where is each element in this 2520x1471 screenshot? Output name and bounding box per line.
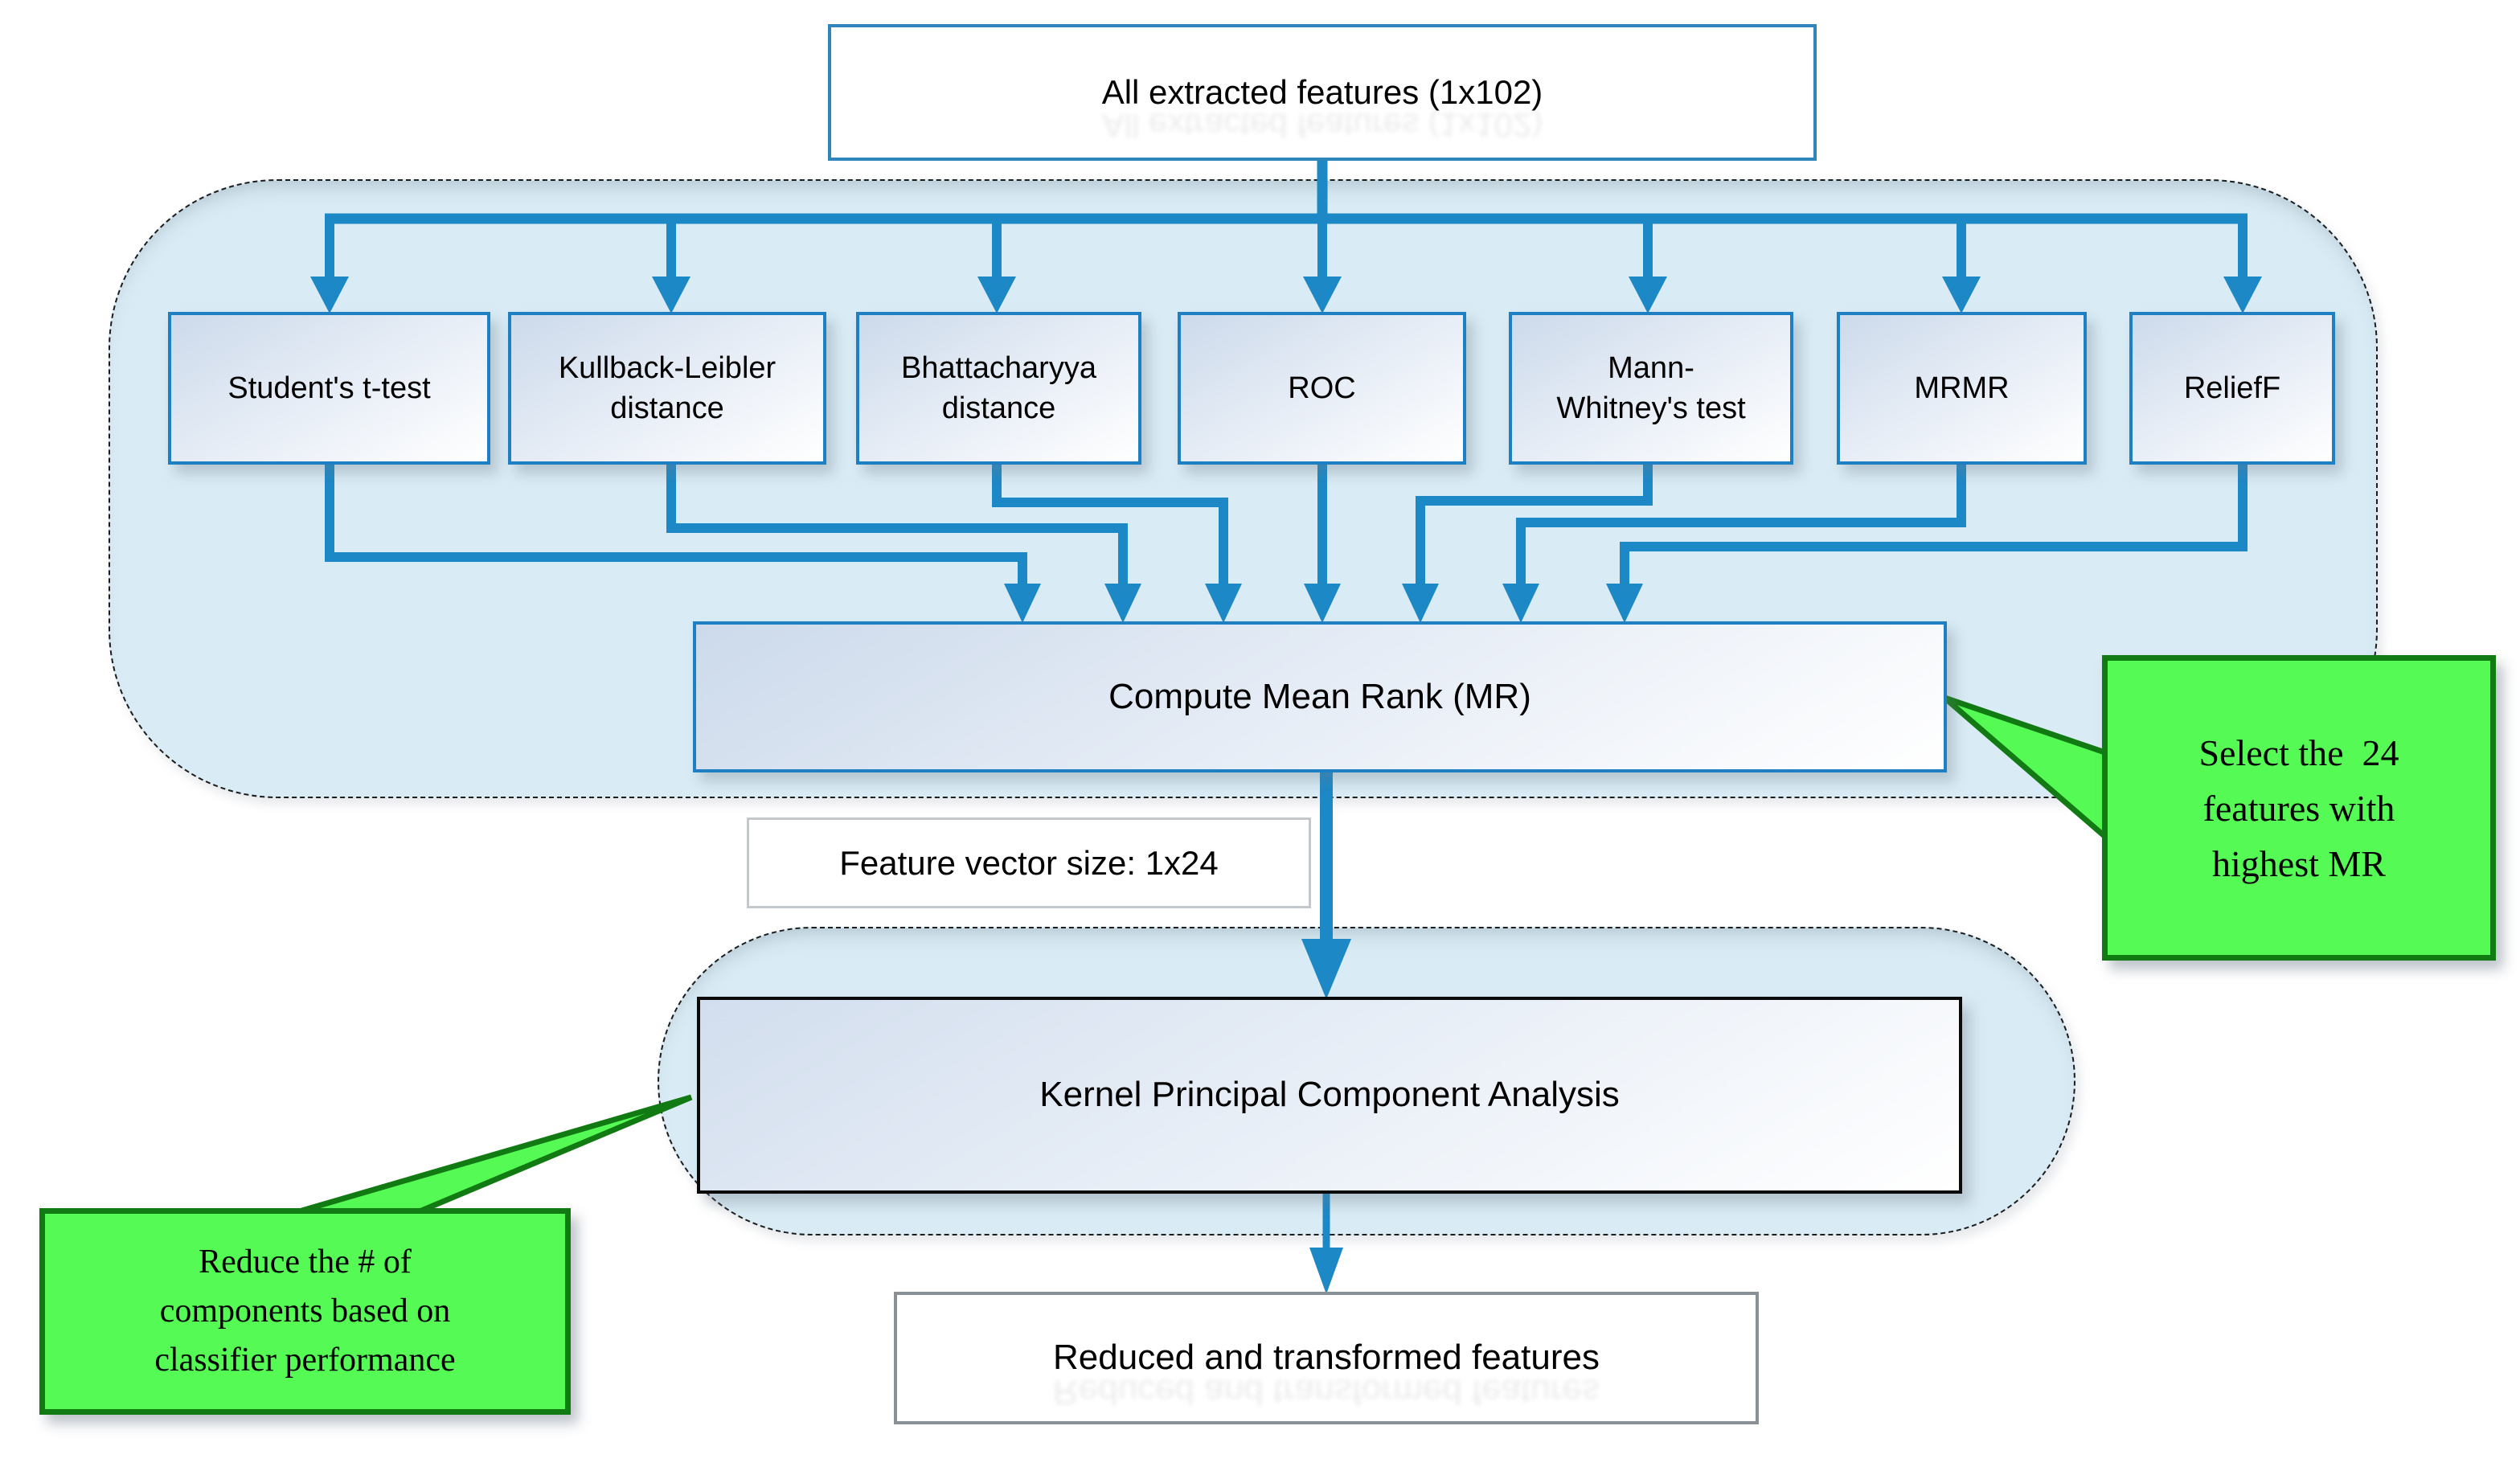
feature-vector-size-label: Feature vector size: 1x24 <box>839 843 1219 882</box>
selector-box-students-ttest: Student's t-test <box>168 312 490 465</box>
selector-label: Kullback-Leibler distance <box>558 350 776 425</box>
selector-label: Mann- Whitney's test <box>1556 350 1746 425</box>
selector-label: ROC <box>1288 371 1356 405</box>
all-features-box: All extracted features (1x102) All extra… <box>828 24 1817 161</box>
selector-label: MRMR <box>1914 371 2010 405</box>
select-features-callout: Select the 24 features with highest MR <box>2102 655 2496 961</box>
output-box: Reduced and transformed features Reduced… <box>894 1292 1759 1424</box>
selector-box-bhattacharyya: Bhattacharyya distance <box>856 312 1141 465</box>
selector-box-roc: ROC <box>1178 312 1466 465</box>
selector-box-kullback-leibler: Kullback-Leibler distance <box>508 312 826 465</box>
selector-box-mrmr: MRMR <box>1837 312 2087 465</box>
reduce-components-callout-text: Reduce the # of components based on clas… <box>154 1244 456 1379</box>
select-callout-pointer <box>1942 695 2132 863</box>
all-features-label: All extracted features (1x102) <box>1101 73 1543 112</box>
mean-rank-label: Compute Mean Rank (MR) <box>1108 676 1531 716</box>
kpca-label: Kernel Principal Component Analysis <box>1039 1075 1620 1115</box>
selector-label: Bhattacharyya distance <box>901 350 1096 425</box>
output-label: Reduced and transformed features <box>1053 1338 1600 1378</box>
reduce-components-callout: Reduce the # of components based on clas… <box>39 1208 571 1415</box>
selector-label: Student's t-test <box>227 371 431 405</box>
selector-label: ReliefF <box>2183 371 2281 405</box>
selector-box-mann-whitney: Mann- Whitney's test <box>1509 312 1793 465</box>
selector-box-relieff: ReliefF <box>2129 312 2335 465</box>
kpca-box: Kernel Principal Component Analysis <box>697 997 1962 1194</box>
mean-rank-box: Compute Mean Rank (MR) <box>693 621 1947 772</box>
select-features-callout-text: Select the 24 features with highest MR <box>2198 731 2399 884</box>
feature-vector-size-box: Feature vector size: 1x24 <box>747 817 1311 908</box>
